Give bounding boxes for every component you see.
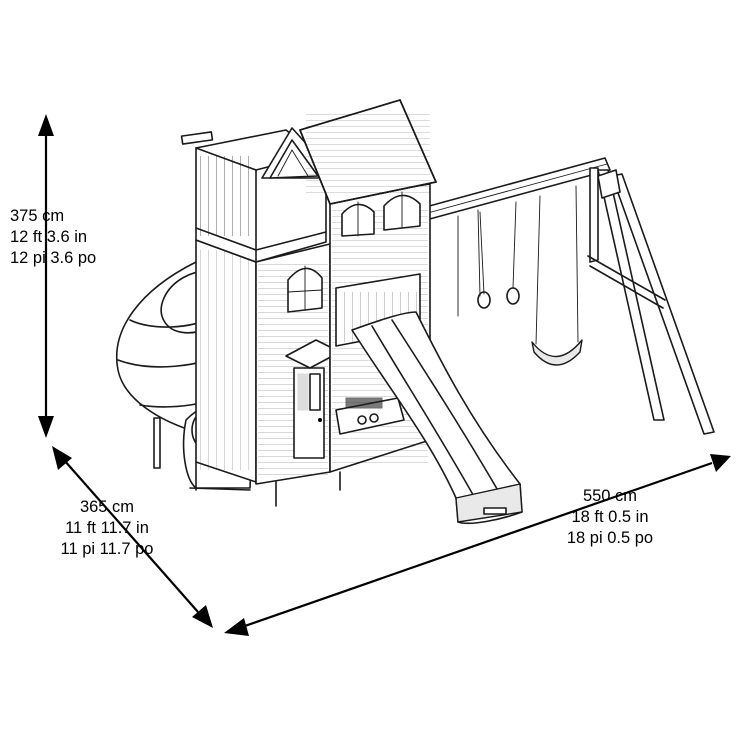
depth-metric: 365 cm [79, 498, 135, 516]
depth-arrow [52, 446, 213, 628]
depth-dimension-label: 365 cm 11 ft 11.7 in 11 pi 11.7 po [32, 497, 182, 560]
width-imperial: 18 ft 0.5 in [571, 508, 649, 526]
play-tower [180, 99, 437, 507]
height-imperial: 12 ft 3.6 in [10, 228, 88, 246]
swing-set [421, 157, 715, 435]
depth-french: 11 pi 11.7 po [60, 540, 154, 558]
width-arrow [224, 454, 731, 636]
width-metric: 550 cm [582, 487, 638, 505]
height-french: 12 pi 3.6 po [10, 249, 97, 267]
height-dimension-label: 375 cm 12 ft 3.6 in 12 pi 3.6 po [10, 206, 96, 269]
wave-slide [351, 311, 523, 525]
depth-imperial: 11 ft 11.7 in [65, 519, 149, 537]
width-dimension-label: 550 cm 18 ft 0.5 in 18 pi 0.5 po [550, 486, 670, 549]
height-metric: 375 cm [10, 207, 65, 225]
height-arrow [38, 114, 54, 438]
width-french: 18 pi 0.5 po [566, 529, 654, 547]
